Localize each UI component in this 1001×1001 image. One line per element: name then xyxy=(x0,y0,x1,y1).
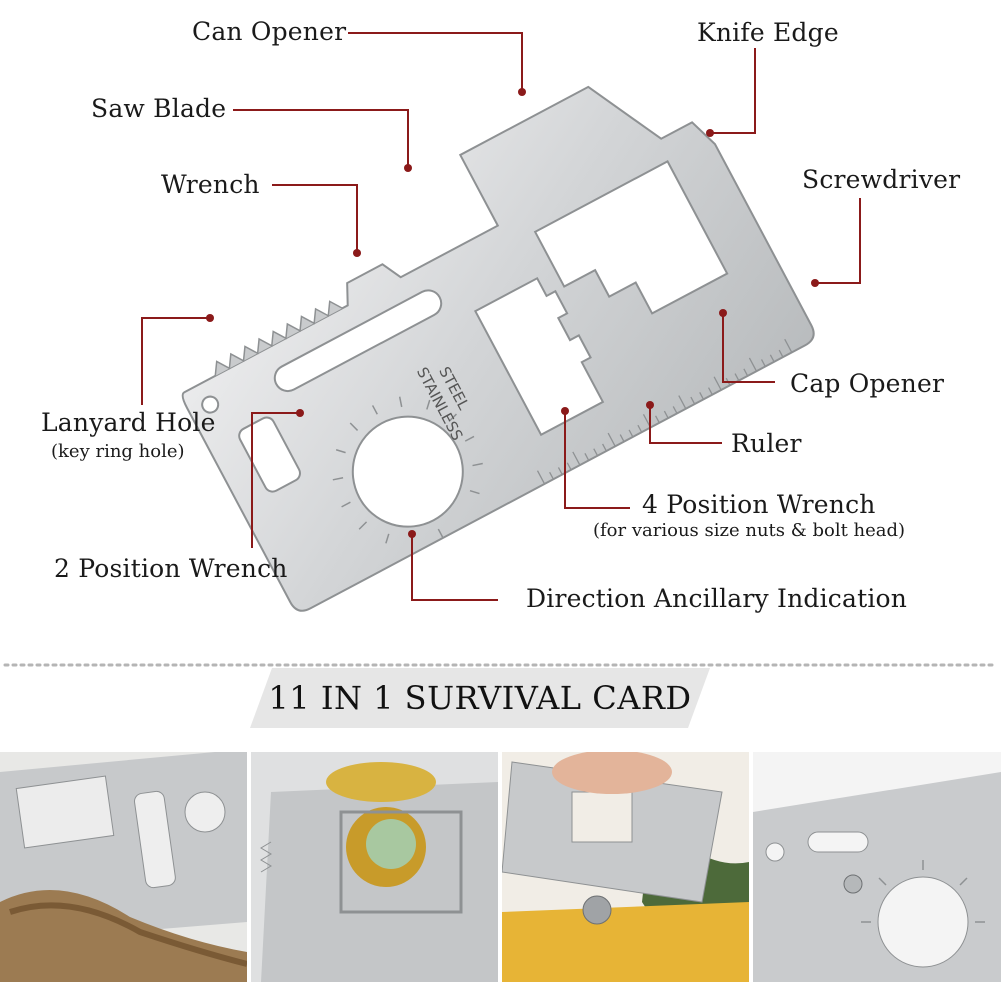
label-two-position-wrench: 2 Position Wrench xyxy=(54,554,288,583)
label-four-position-wrench: 4 Position Wrench xyxy=(642,490,876,519)
direction-circle xyxy=(351,415,464,528)
saw-teeth xyxy=(214,300,343,376)
dotted-separator xyxy=(3,663,997,667)
photo-saw-on-branch xyxy=(0,752,247,982)
cap-opener-cutout xyxy=(533,160,729,315)
label-four-position-wrench-sub: (for various size nuts & bolt head) xyxy=(593,520,906,541)
label-lanyard-hole-sub: (key ring hole) xyxy=(51,441,185,462)
survival-card-illustration: STAINLESS STEEL xyxy=(141,32,861,612)
label-knife-edge: Knife Edge xyxy=(697,18,839,47)
label-lanyard-hole: Lanyard Hole xyxy=(41,408,216,437)
label-wrench: Wrench xyxy=(161,170,260,199)
photo-bottle-opener xyxy=(251,752,498,982)
label-ruler: Ruler xyxy=(731,429,802,458)
label-can-opener: Can Opener xyxy=(192,17,347,46)
wrench-slot xyxy=(273,289,443,393)
banner-title: 11 IN 1 SURVIVAL CARD xyxy=(268,679,692,717)
four-position-wrench-cutout xyxy=(474,276,605,437)
annotation-leaders xyxy=(141,32,861,601)
label-cap-opener: Cap Opener xyxy=(790,369,945,398)
photo-direction-closeup xyxy=(753,752,1001,982)
label-screwdriver: Screwdriver xyxy=(802,165,961,194)
label-saw-blade: Saw Blade xyxy=(91,94,227,123)
banner-background xyxy=(250,668,710,728)
label-direction-indication: Direction Ancillary Indication xyxy=(526,584,908,613)
lanyard-hole xyxy=(201,395,220,414)
photo-screwdriver-use xyxy=(502,752,749,982)
